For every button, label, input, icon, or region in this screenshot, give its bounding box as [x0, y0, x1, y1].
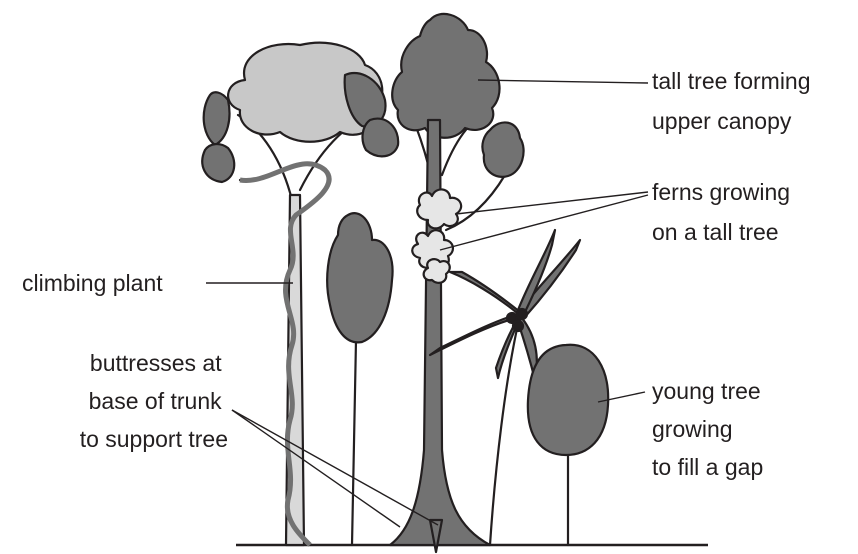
young-tree: [528, 345, 608, 545]
leader-tall-tree: [478, 80, 648, 83]
ferns-on-trunk: [412, 189, 461, 282]
leader-buttress-1: [232, 410, 400, 527]
label-buttresses: buttresses at base of trunk to support t…: [80, 350, 228, 452]
label-climbing-plant: climbing plant: [22, 270, 163, 296]
understory-tree: [327, 213, 392, 545]
label-tall-tree: tall tree forming upper canopy: [652, 68, 817, 134]
label-young-tree: young tree growing to fill a gap: [652, 378, 767, 480]
leader-buttress-2: [232, 410, 438, 525]
label-ferns: ferns growing on a tall tree: [652, 179, 796, 245]
climbing-plant-vine: [240, 164, 329, 545]
tall-emergent-tree: [390, 14, 524, 552]
